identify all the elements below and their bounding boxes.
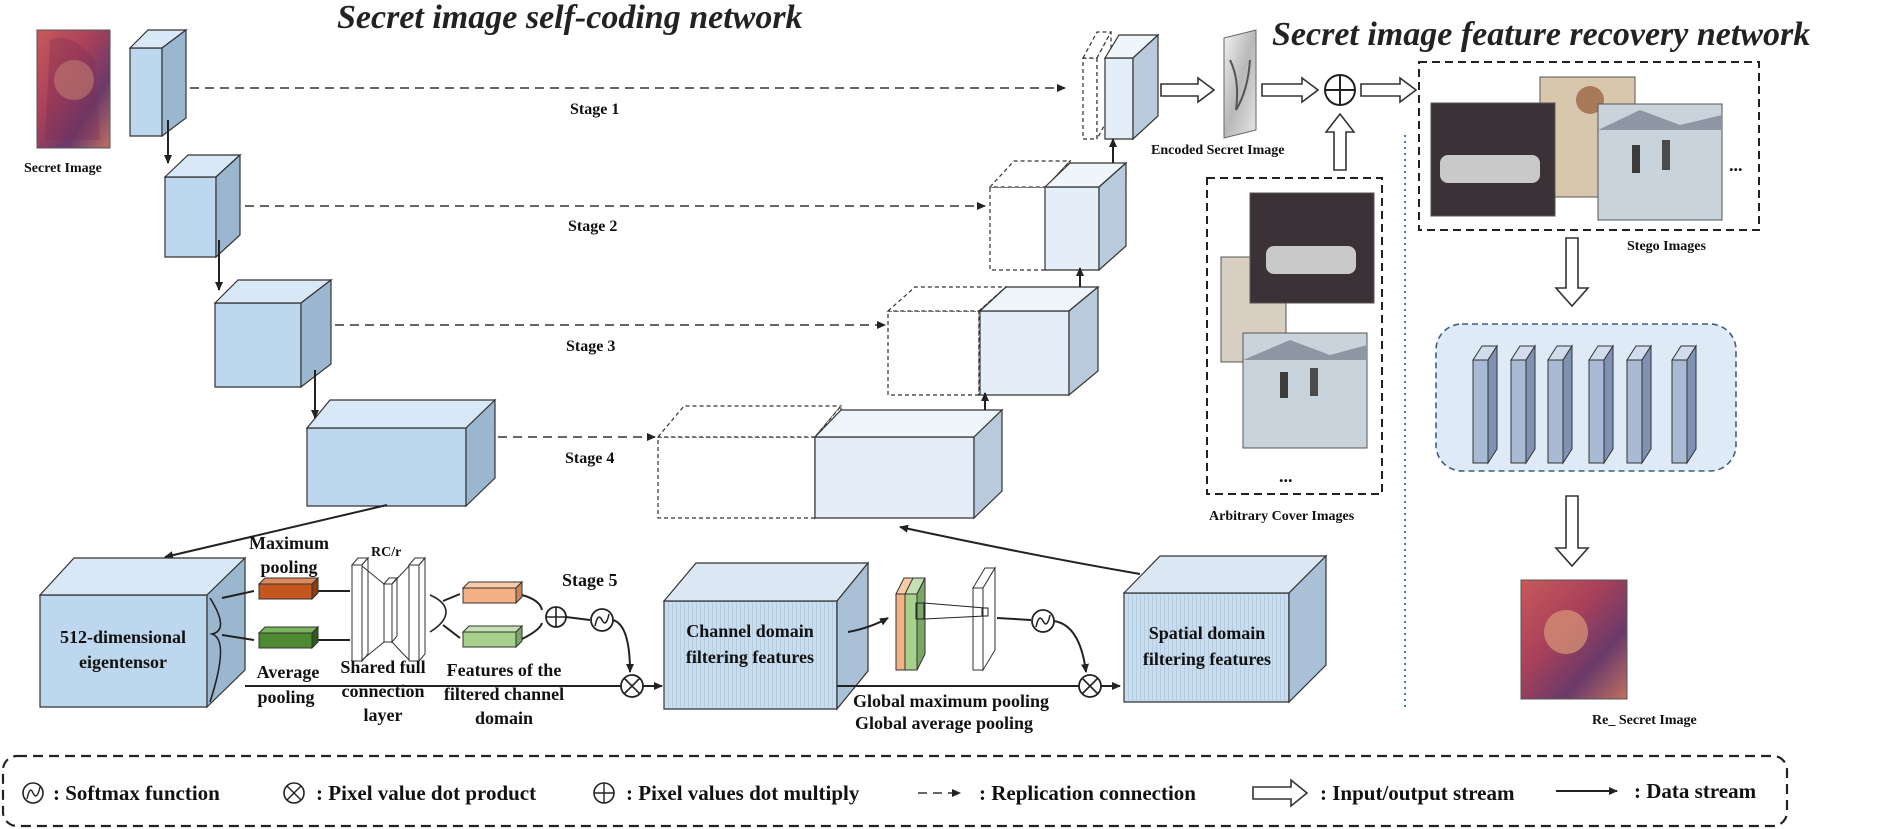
- decoder-block-3: [886, 285, 1100, 397]
- cover-images-stack: [1220, 192, 1375, 449]
- softmax-symbol: [22, 782, 44, 804]
- stage-3-label: Stage 3: [566, 338, 615, 355]
- filtered-green-bar: [461, 624, 524, 649]
- orange-to-add-line: [521, 594, 543, 611]
- fc-to-orange-line: [442, 593, 461, 602]
- encoder-block-4: [305, 398, 497, 508]
- channel-domain-label-1: Channel domain: [686, 621, 814, 641]
- spatial-to-softmax-line: [996, 617, 1032, 621]
- pooled-feature-maps: [895, 577, 926, 671]
- channel-product-node: [620, 674, 644, 698]
- encoded-secret-image-label: Encoded Secret Image: [1151, 143, 1285, 158]
- io-arrow-1: [1160, 76, 1216, 104]
- legend-dot-product-text: : Pixel value dot product: [316, 781, 536, 805]
- shared-fc-label-1: Shared full: [340, 657, 425, 677]
- add-to-softmax-line: [565, 616, 591, 621]
- shared-fc-label-3: layer: [364, 705, 403, 725]
- fc-out-brace: [429, 594, 447, 633]
- filtered-channel-label-3: domain: [475, 708, 533, 728]
- avg-pool-label-1: Average: [257, 662, 320, 682]
- recovery-title: Secret image feature recovery network: [1272, 16, 1810, 53]
- global-avg-pool-label: Global average pooling: [855, 713, 1033, 733]
- dot-product-symbol: [283, 782, 305, 804]
- to-avg-pool-line: [221, 634, 255, 641]
- io-arrow-2: [1261, 76, 1320, 104]
- recovered-secret-image: [1520, 579, 1628, 700]
- legend-data-text: : Data stream: [1634, 779, 1757, 803]
- avg-pool-label-2: pooling: [257, 687, 314, 707]
- to-max-pool-line: [221, 590, 255, 599]
- max-pool-label-2: pooling: [260, 557, 317, 577]
- spatial-to-decoder-curve: [899, 524, 1141, 575]
- channel-softmax-node: [590, 608, 614, 632]
- global-max-pool-label: Global maximum pooling: [853, 691, 1049, 711]
- io-arrow-down-2: [1554, 495, 1590, 568]
- encoder-block-3: [213, 278, 333, 389]
- encoded-secret-image: [1223, 29, 1257, 139]
- legend-io-text: : Input/output stream: [1320, 781, 1515, 805]
- rc-r-label: RC/r: [371, 545, 401, 560]
- secret-image: [36, 29, 111, 149]
- max-pool-label-1: Maximum: [249, 533, 329, 553]
- legend-replication-text: : Replication connection: [979, 781, 1196, 805]
- spatial-domain-label-2: filtering features: [1143, 649, 1271, 669]
- to-eigentensor-arrow: [164, 504, 388, 560]
- dot-multiply-node: [1324, 74, 1356, 106]
- cover-images-box: [1206, 177, 1383, 495]
- dot-multiply-symbol: [593, 782, 615, 804]
- channel-domain-label-2: filtering features: [686, 647, 814, 667]
- decoder-block-4: [656, 404, 1004, 520]
- shared-fc-layer: [350, 556, 427, 663]
- filtered-channel-label-1: Features of the: [447, 660, 562, 680]
- stage-1-label: Stage 1: [570, 101, 619, 118]
- io-arrow-3: [1360, 76, 1418, 104]
- softmax-to-product-line: [612, 619, 634, 673]
- stage-5-label: Stage 5: [562, 570, 618, 590]
- io-arrow: [1252, 778, 1309, 808]
- filtered-channel-label-2: filtered channel: [444, 684, 564, 704]
- recovery-layers: [1472, 344, 1697, 465]
- stego-images-box: [1418, 61, 1760, 231]
- spatial-map: [923, 566, 996, 672]
- spatial-product-node: [1078, 674, 1102, 698]
- io-arrow-down-1: [1554, 237, 1590, 308]
- cover-ellipsis: ...: [1279, 466, 1293, 486]
- stego-images-stack: [1430, 76, 1723, 221]
- channel-to-pool-maps-line: [847, 617, 889, 633]
- legend-box: [1, 754, 1789, 828]
- legend-dot-multiply-text: : Pixel values dot multiply: [626, 781, 860, 805]
- stage-2-label: Stage 2: [568, 218, 617, 235]
- io-arrow-up: [1324, 112, 1356, 171]
- cover-images-label: Arbitrary Cover Images: [1209, 509, 1355, 524]
- shared-fc-label-2: connection: [342, 681, 425, 701]
- fc-to-green-line: [442, 624, 461, 639]
- eigentensor-label-2: eigentensor: [79, 652, 167, 672]
- spatial-domain-label-1: Spatial domain: [1149, 623, 1266, 643]
- pooling-brace: [209, 597, 222, 703]
- max-pool-bar: [257, 576, 320, 601]
- eigentensor-block: [38, 556, 247, 709]
- secret-image-label: Secret Image: [24, 161, 102, 176]
- stego-ellipsis: ...: [1729, 155, 1743, 175]
- decoder-block-1: [1081, 31, 1160, 141]
- encoder-block-2: [163, 153, 242, 259]
- legend-softmax-text: : Softmax function: [53, 781, 220, 805]
- green-to-add-line: [521, 622, 543, 640]
- spatial-softmax-node: [1031, 609, 1055, 633]
- eigentensor-label-1: 512-dimensional: [60, 627, 186, 647]
- self-coding-title: Secret image self-coding network: [337, 0, 803, 36]
- encoder-block-1: [128, 28, 188, 138]
- re-secret-image-label: Re_ Secret Image: [1592, 713, 1697, 728]
- stego-images-label: Stego Images: [1627, 239, 1706, 254]
- decoder-block-2: [988, 159, 1128, 272]
- channel-domain-block: [662, 561, 870, 711]
- spatial-domain-block: [1122, 554, 1328, 704]
- channel-add-node: [545, 606, 567, 628]
- filtered-orange-bar: [461, 580, 524, 605]
- avg-pool-bar: [257, 625, 320, 650]
- spatial-softmax-to-product-line: [1053, 620, 1089, 673]
- stage-4-label: Stage 4: [565, 450, 614, 467]
